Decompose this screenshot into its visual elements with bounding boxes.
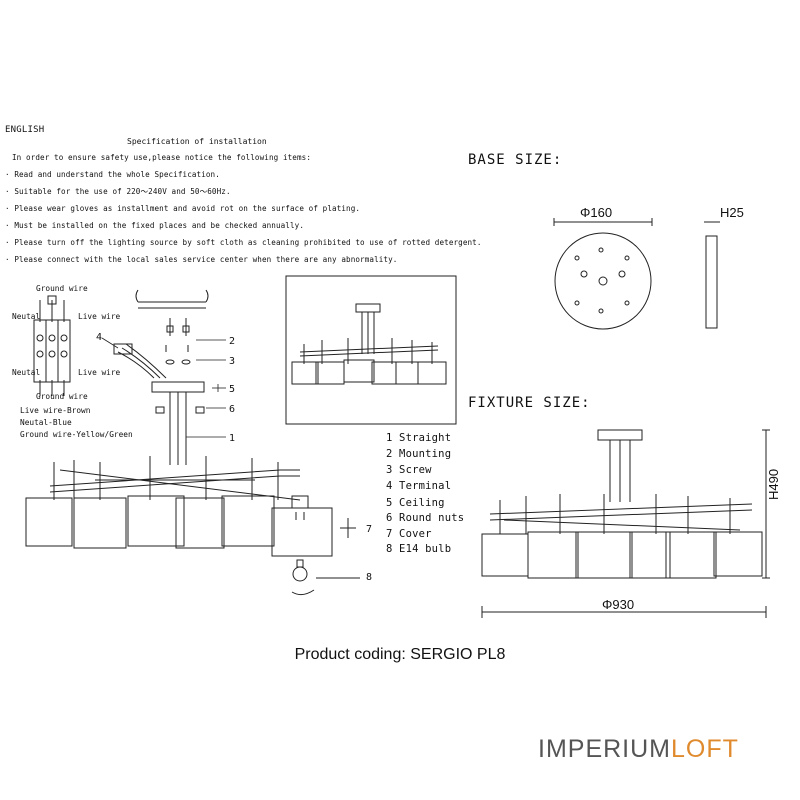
- spec-line-voltage: · Suitable for the use of 220～240V and 5…: [5, 187, 231, 196]
- wiring-color-ground: Ground wire-Yellow/Green: [20, 430, 133, 439]
- legend-round-nuts: 6 Round nuts: [386, 512, 465, 524]
- callout-7: 7: [366, 524, 373, 535]
- fixture-width-label: Φ930: [602, 597, 635, 612]
- product-coding: Product coding: SERGIO PL8: [294, 646, 506, 663]
- language-label: ENGLISH: [5, 125, 45, 135]
- callout-2: 2: [229, 336, 236, 347]
- wiring-ground-top: Ground wire: [36, 284, 88, 293]
- brand-part-1: IMPERIUM: [538, 735, 671, 763]
- spec-line-gloves: · Please wear gloves as installment and …: [5, 204, 361, 213]
- legend-cover: 7 Cover: [386, 528, 432, 540]
- spec-line-intro: In order to ensure safety use,please not…: [12, 153, 311, 162]
- ceiling-plate: [135, 289, 209, 336]
- callout-6: 6: [229, 404, 236, 415]
- base-size-heading: BASE SIZE:: [468, 152, 563, 168]
- wiring-color-live: Live wire-Brown: [20, 406, 91, 415]
- fixture-size-drawing: [481, 429, 770, 618]
- callout-3: 3: [229, 356, 236, 367]
- callout-1: 1: [229, 433, 236, 444]
- brand-part-2: LOFT: [671, 735, 739, 763]
- assembled-view-frame: [285, 275, 457, 425]
- spec-line-read: · Read and understand the whole Specific…: [5, 170, 220, 179]
- callout-leaders: [101, 337, 226, 438]
- wiring-live-top: Live wire: [78, 312, 121, 321]
- callout-8: 8: [366, 572, 373, 583]
- base-size-drawing: [553, 218, 720, 330]
- base-height-label: H25: [720, 205, 744, 220]
- fixture-arms: [49, 456, 301, 501]
- legend-terminal: 4 Terminal: [386, 480, 452, 492]
- canopy: [151, 381, 205, 393]
- stem: [155, 392, 205, 465]
- lamp-shades: [25, 495, 275, 549]
- legend-mounting: 2 Mounting: [386, 448, 452, 460]
- brand-logo: IMPERIUMLOFT: [538, 735, 739, 764]
- base-diameter-label: Φ160: [580, 205, 613, 220]
- fixture-height-label: H490: [766, 468, 781, 500]
- screws: [165, 345, 191, 365]
- spec-line-clean: · Please turn off the lighting source by…: [5, 238, 482, 247]
- wiring-color-neutral: Neutal-Blue: [20, 418, 72, 427]
- terminal-wires: [113, 343, 167, 379]
- terminal-block-diagram: [33, 295, 71, 396]
- callout-5: 5: [229, 384, 236, 395]
- fixture-size-heading: FIXTURE SIZE:: [468, 395, 591, 411]
- spec-line-install: · Must be installed on the fixed places …: [5, 221, 304, 230]
- legend-e14-bulb: 8 E14 bulb: [386, 543, 452, 555]
- legend-screw: 3 Screw: [386, 464, 432, 476]
- wiring-neutal-bottom: Neutal: [12, 368, 41, 377]
- spec-title: Specification of installation: [127, 137, 267, 146]
- legend-straight: 1 Straight: [386, 432, 452, 444]
- wiring-neutal-top: Neutal: [12, 312, 41, 321]
- spec-line-service: · Please connect with the local sales se…: [5, 255, 398, 264]
- cover-detail: [271, 495, 356, 557]
- callout-4: 4: [96, 332, 103, 343]
- wiring-live-bottom: Live wire: [78, 368, 121, 377]
- legend-ceiling: 5 Ceiling: [386, 497, 445, 509]
- wiring-ground-bottom: Ground wire: [36, 392, 88, 401]
- e14-bulb: [291, 559, 360, 596]
